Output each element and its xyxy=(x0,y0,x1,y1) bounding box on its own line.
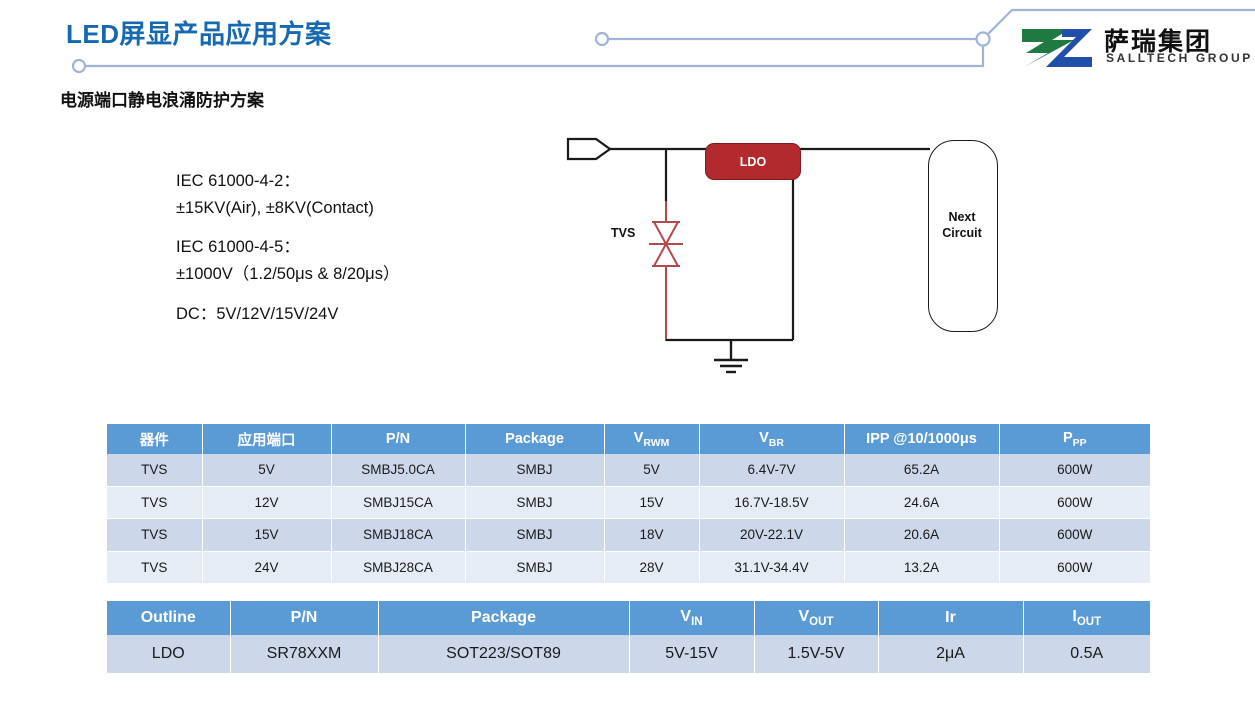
table-cell: 15V xyxy=(202,518,332,552)
next-circuit-label-line1: Next xyxy=(948,210,976,224)
table-cell: 12V xyxy=(202,486,332,519)
section-subtitle: 电源端口静电浪涌防护方案 xyxy=(60,91,264,110)
table-cell: 28V xyxy=(604,551,700,584)
spec-line-surge-levels: ±1000V（1.2/50μs & 8/20μs） xyxy=(176,265,400,284)
logo-name-en: SALLTECH GROUP xyxy=(1106,51,1253,65)
tvs-col-device: 器件 xyxy=(107,424,203,454)
table-cell: 600W xyxy=(999,551,1150,584)
table-cell: 5V-15V xyxy=(629,635,755,674)
spec-gap-2 xyxy=(176,288,399,301)
table-cell: 16.7V-18.5V xyxy=(699,486,845,519)
spec-text-block: IEC 61000-4-2： ±15KV(Air), ±8KV(Contact)… xyxy=(176,168,399,328)
company-logo: 萨瑞集团 SALLTECH GROUP xyxy=(1018,24,1250,74)
table-cell: SMBJ xyxy=(465,551,605,584)
spec-line-iec61000-4-5: IEC 61000-4-5： xyxy=(176,238,300,257)
spec-line-esd-levels: ±15KV(Air), ±8KV(Contact) xyxy=(176,198,374,217)
ldo-col-ir: Ir xyxy=(878,601,1024,635)
ldo-block: LDO xyxy=(705,143,801,180)
table-cell: SR78XXM xyxy=(230,635,379,674)
deco-node-circle-mid xyxy=(594,31,610,47)
logo-name-cn: 萨瑞集团 xyxy=(1104,28,1213,56)
table-cell: 20V-22.1V xyxy=(699,518,845,552)
deco-node-circle-right xyxy=(975,31,991,47)
table-cell: 31.1V-34.4V xyxy=(699,551,845,584)
table-cell: 600W xyxy=(999,486,1150,519)
ldo-col-pn: P/N xyxy=(230,601,379,635)
tvs-label: TVS xyxy=(611,226,636,240)
ground-symbol xyxy=(714,340,748,374)
ldo-table-header-row: Outline P/N Package VIN VOUT Ir IOUT xyxy=(107,601,1150,635)
tvs-col-port: 应用端口 xyxy=(202,424,332,454)
table-cell: 0.5A xyxy=(1023,635,1150,674)
table-cell: 6.4V-7V xyxy=(699,454,845,487)
next-circuit-label: Next Circuit xyxy=(933,210,991,241)
input-port-connector xyxy=(566,137,612,161)
ldo-col-package: Package xyxy=(378,601,630,635)
table-cell: SMBJ xyxy=(465,454,605,487)
ldo-col-outline: Outline xyxy=(107,601,231,635)
ldo-col-vout: VOUT xyxy=(754,601,879,635)
next-circuit-block xyxy=(928,140,998,332)
table-cell: TVS xyxy=(107,454,203,487)
table-cell: 5V xyxy=(604,454,700,487)
tvs-diode-symbol xyxy=(649,201,683,341)
table-cell: 600W xyxy=(999,518,1150,552)
table-cell: 24.6A xyxy=(844,486,1000,519)
tvs-table-header-row: 器件 应用端口 P/N Package VRWM VBR IPP @10/100… xyxy=(107,424,1150,454)
table-cell: 13.2A xyxy=(844,551,1000,584)
tvs-col-vrwm: VRWM xyxy=(604,424,700,454)
page-title: LED屏显产品应用方案 xyxy=(66,19,332,49)
tvs-spec-table: 器件 应用端口 P/N Package VRWM VBR IPP @10/100… xyxy=(107,424,1150,584)
tvs-col-package: Package xyxy=(465,424,605,454)
table-cell: SMBJ15CA xyxy=(331,486,466,519)
table-cell: LDO xyxy=(107,635,231,674)
deco-node-circle-left xyxy=(71,58,87,74)
table-cell: 600W xyxy=(999,454,1150,487)
table-cell: 1.5V-5V xyxy=(754,635,879,674)
table-cell: 65.2A xyxy=(844,454,1000,487)
table-cell: 5V xyxy=(202,454,332,487)
table-cell: TVS xyxy=(107,518,203,552)
ldo-col-iout: IOUT xyxy=(1023,601,1150,635)
tvs-col-ppp: PPP xyxy=(999,424,1150,454)
table-cell: TVS xyxy=(107,486,203,519)
table-cell: SMBJ xyxy=(465,518,605,552)
table-cell: SMBJ5.0CA xyxy=(331,454,466,487)
next-circuit-label-line2: Circuit xyxy=(942,225,982,240)
ldo-spec-table: Outline P/N Package VIN VOUT Ir IOUT LDO… xyxy=(107,601,1150,674)
table-cell: 15V xyxy=(604,486,700,519)
tvs-col-ipp: IPP @10/1000μs xyxy=(844,424,1000,454)
table-cell: TVS xyxy=(107,551,203,584)
table-cell: SMBJ xyxy=(465,486,605,519)
spec-line-dc-rails: DC：5V/12V/15V/24V xyxy=(176,304,339,323)
spec-gap-1 xyxy=(176,221,399,234)
table-cell: SMBJ18CA xyxy=(331,518,466,552)
table-cell: 20.6A xyxy=(844,518,1000,552)
table-cell: 2μA xyxy=(878,635,1024,674)
table-cell: SOT223/SOT89 xyxy=(378,635,630,674)
salltech-logo-mark xyxy=(1022,29,1092,67)
ldo-col-vin: VIN xyxy=(629,601,755,635)
tvs-col-vbr: VBR xyxy=(699,424,845,454)
table-cell: 24V xyxy=(202,551,332,584)
tvs-col-pn: P/N xyxy=(331,424,466,454)
circuit-diagram xyxy=(566,137,930,374)
table-cell: SMBJ28CA xyxy=(331,551,466,584)
spec-line-iec61000-4-2: IEC 61000-4-2： xyxy=(176,172,300,190)
table-cell: 18V xyxy=(604,518,700,552)
